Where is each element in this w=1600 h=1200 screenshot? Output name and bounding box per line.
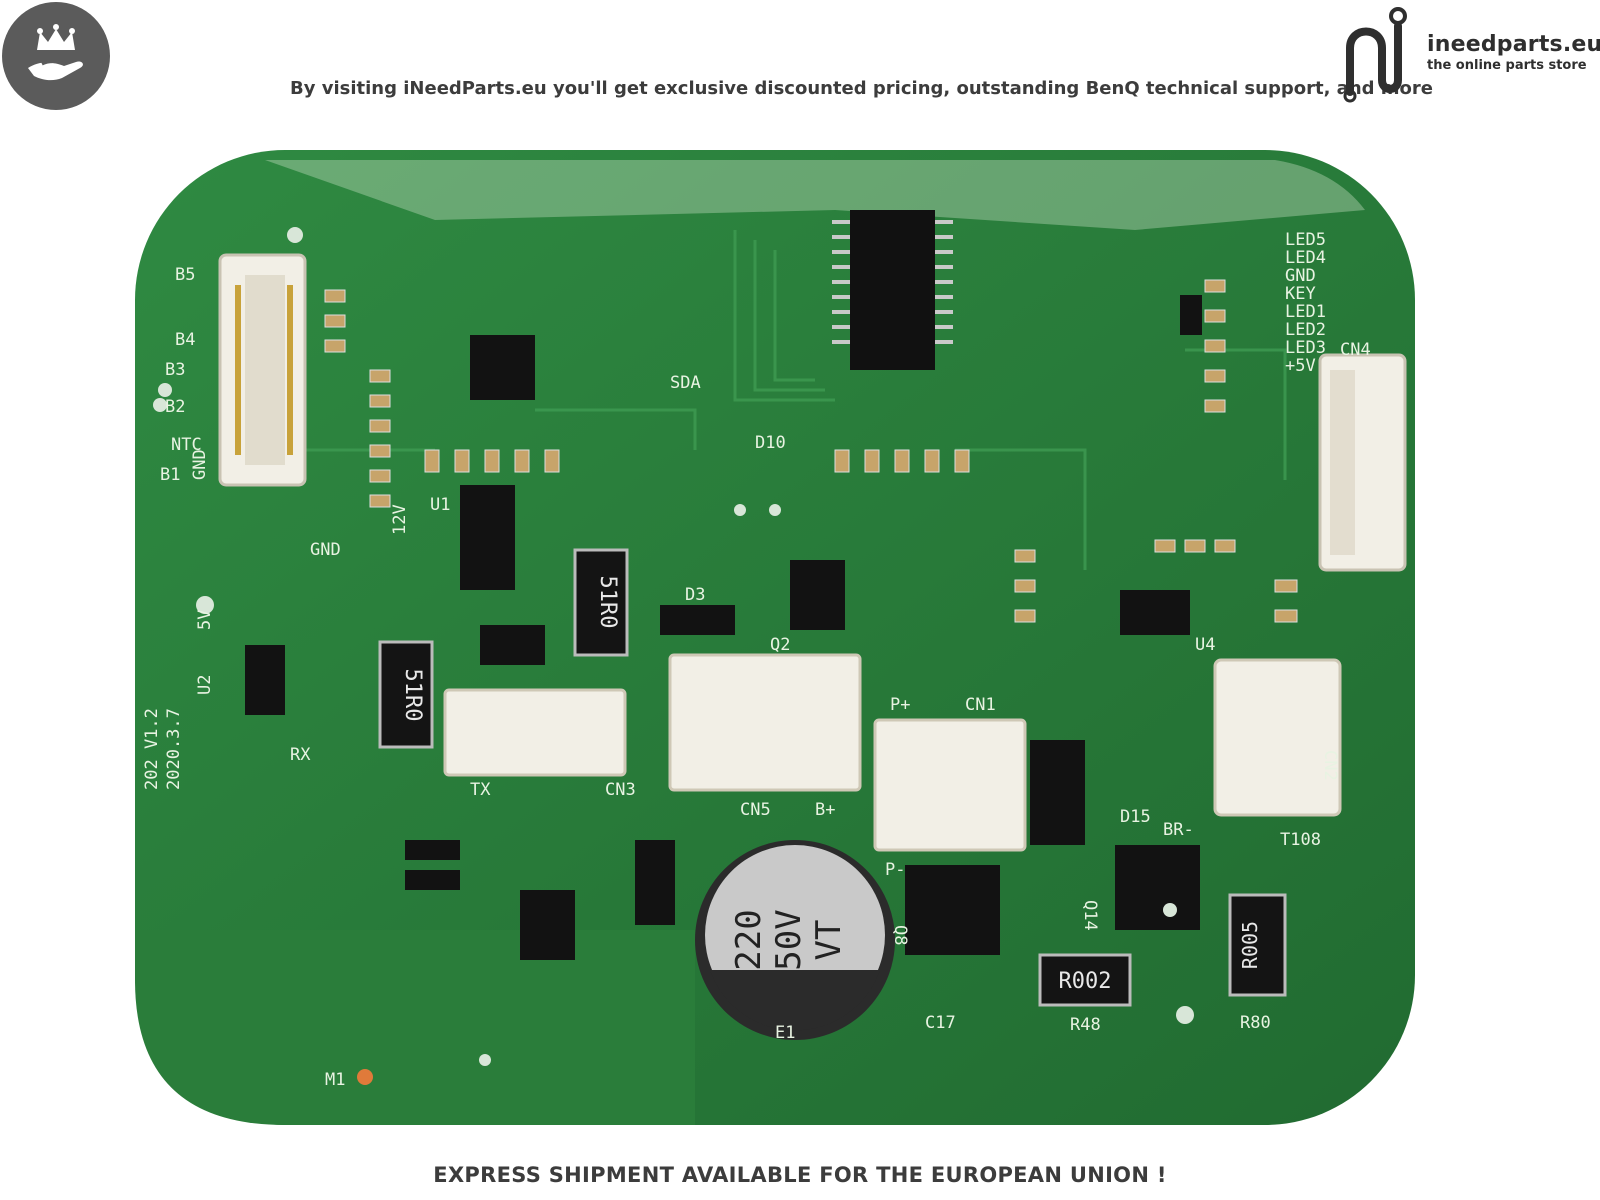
silk-key: KEY	[1285, 284, 1316, 304]
silk-cn3: CN3	[605, 780, 636, 800]
silk-b1: B1	[160, 465, 180, 485]
silk-r80: R80	[1240, 1013, 1271, 1033]
resistor-label-1: 51R0	[595, 576, 620, 629]
capacitor-label-1: 220	[729, 909, 769, 970]
silk-q8: Q8	[890, 925, 910, 945]
silk-b2: B2	[165, 397, 185, 417]
resistor-label-3: R002	[1059, 969, 1112, 994]
silk-b3: B3	[165, 360, 185, 380]
silk-q2: Q2	[770, 635, 790, 655]
silk-5v-left: 5V	[195, 610, 215, 630]
silk-pplus: P+	[890, 695, 910, 715]
brand-logo[interactable]: ineedparts.eu the online parts store	[1342, 4, 1600, 104]
silk-r48: R48	[1070, 1015, 1101, 1035]
cn5-connector	[668, 653, 862, 792]
cn3-connector	[443, 688, 627, 777]
silk-led4: LED4	[1285, 248, 1326, 268]
silk-cn5: CN5	[740, 800, 771, 820]
silk-led1: LED1	[1285, 302, 1326, 322]
silk-tx: TX	[470, 780, 491, 800]
product-photo-pcb: 51R0 51R0 R002 R005 220 50V VT	[135, 150, 1415, 1125]
silk-m1: M1	[325, 1070, 345, 1090]
silk-cn2: CN2	[1320, 750, 1340, 781]
silk-e1: E1	[775, 1023, 795, 1043]
silk-pminus: P-	[885, 860, 905, 880]
silk-b5: B5	[175, 265, 195, 285]
silk-5v: +5V	[1285, 356, 1316, 376]
silk-u4: U4	[1195, 635, 1215, 655]
capacitor-label-2: 50V	[769, 909, 809, 970]
silk-12v: 12V	[390, 504, 410, 535]
silk-version: 202 V1.2	[142, 708, 162, 790]
tagline: By visiting iNeedParts.eu you'll get exc…	[290, 78, 1433, 99]
silk-d3: D3	[685, 585, 705, 605]
silk-c17: C17	[925, 1013, 956, 1033]
silk-gnd-right: GND	[1285, 266, 1316, 286]
silk-b4: B4	[175, 330, 195, 350]
silk-u1: U1	[430, 495, 450, 515]
silk-ntc: NTC	[171, 435, 202, 455]
silk-t108: T108	[1280, 830, 1321, 850]
n-circuit-logo-icon	[1343, 7, 1407, 103]
silk-sda: SDA	[670, 373, 701, 393]
silk-gnd-left: GND	[190, 449, 210, 480]
silk-br: BR-	[1163, 820, 1194, 840]
capacitor-label-3: VT	[809, 920, 849, 961]
brand-subtitle: the online parts store	[1427, 58, 1587, 73]
silk-led3: LED3	[1285, 338, 1326, 358]
silk-u2: U2	[195, 675, 215, 695]
brand-name: ineedparts.eu	[1427, 32, 1600, 57]
crown-hand-icon	[28, 24, 83, 81]
electrolytic-capacitor	[695, 840, 895, 1040]
silk-cn4: CN4	[1340, 340, 1371, 360]
silk-d10: D10	[755, 433, 786, 453]
cn1-connector	[873, 718, 1027, 852]
silk-led2: LED2	[1285, 320, 1326, 340]
silk-q14: Q14	[1080, 900, 1100, 931]
cn4-connector	[1318, 353, 1407, 572]
silk-d15: D15	[1120, 807, 1151, 827]
resistor-label-4: R005	[1238, 921, 1262, 969]
footer-shipping-note: EXPRESS SHIPMENT AVAILABLE FOR THE EUROP…	[433, 1163, 1167, 1187]
silk-led5: LED5	[1285, 230, 1326, 250]
silk-gnd: GND	[310, 540, 341, 560]
crown-hand-badge	[2, 2, 110, 110]
silk-date: 2020.3.7	[164, 708, 184, 790]
shunt-resistors	[378, 548, 1287, 1007]
silk-bplus: B+	[815, 800, 835, 820]
silk-cn1: CN1	[965, 695, 996, 715]
left-header-connector	[218, 253, 307, 487]
resistor-label-2: 51R0	[400, 669, 425, 722]
silk-rx: RX	[290, 745, 311, 765]
cn2-connector	[1213, 658, 1342, 817]
